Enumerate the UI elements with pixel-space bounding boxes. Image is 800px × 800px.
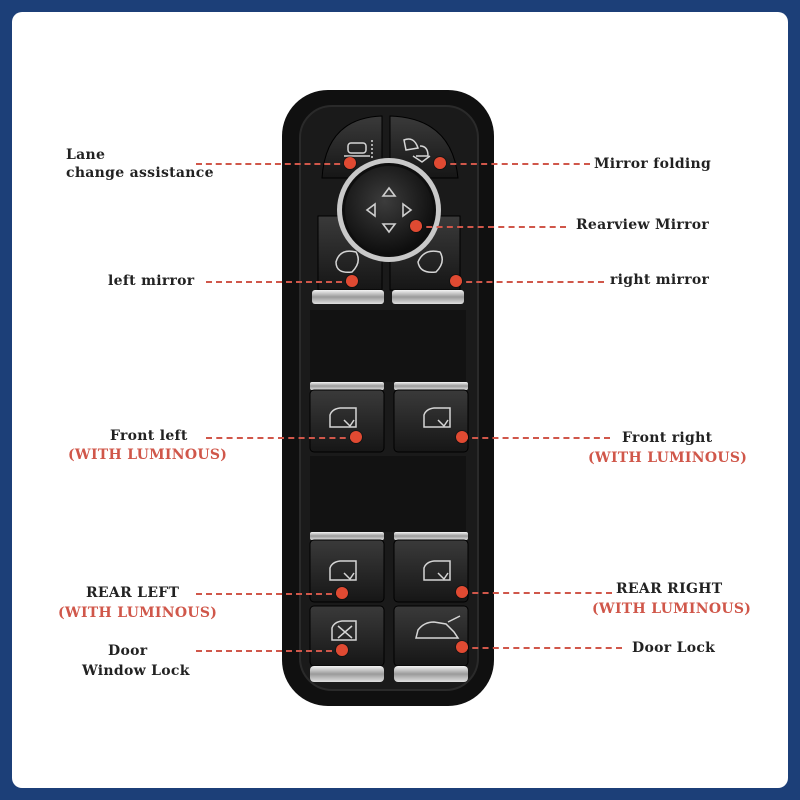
front-left-window-switch[interactable] [309,389,385,453]
marker-dot [346,275,358,287]
window-icon [329,560,357,581]
marker-dot [336,587,348,599]
chrome-trim [310,382,384,390]
leader-line [196,163,350,165]
label-door-window-lock: Door Window Lock [82,641,190,681]
marker-dot [434,157,446,169]
chrome-trim [394,382,468,390]
label-rear-right-sub: (WITH LUMINOUS) [592,601,752,617]
label-door-window-lock-line-1: Door [108,643,148,659]
chrome-trim [394,666,468,682]
lane-change-key[interactable] [321,115,383,179]
recess [310,456,466,532]
joystick-arrows-icon [365,186,413,234]
label-rear-right: REAR RIGHT [616,581,723,597]
label-right-mirror: right mirror [610,272,710,288]
window-icon [423,407,451,428]
label-lane-change-line-2: change assistance [66,165,214,181]
window-icon [329,407,357,428]
label-front-right-sub: (WITH LUMINOUS) [588,450,748,466]
marker-dot [456,586,468,598]
marker-dot [350,431,362,443]
marker-dot [410,220,422,232]
leader-line [462,592,612,594]
marker-dot [456,431,468,443]
mirror-fold-icon [403,138,431,163]
label-front-left-sub: (WITH LUMINOUS) [68,447,228,463]
leader-line [462,437,610,439]
leader-line [462,647,622,649]
door-lock-icon [415,615,461,639]
leader-line [196,593,342,595]
label-rear-left: REAR LEFT [86,585,180,601]
left-mirror-icon [335,250,359,274]
chrome-trim [394,532,468,540]
window-icon [423,560,451,581]
label-lane-change-line-1: Lane [66,147,106,163]
marker-dot [450,275,462,287]
label-door-lock: Door Lock [632,640,716,656]
window-lock-key[interactable] [309,605,385,667]
marker-dot [336,644,348,656]
window-lock-icon [331,620,357,641]
chrome-trim [392,290,464,304]
chrome-trim [310,532,384,540]
label-rear-left-sub: (WITH LUMINOUS) [58,605,218,621]
leader-line [456,281,604,283]
lane-change-icon [344,140,373,158]
marker-dot [344,157,356,169]
chrome-trim [312,290,384,304]
front-right-window-switch[interactable] [393,389,469,453]
label-mirror-folding: Mirror folding [594,156,712,172]
leader-line [440,163,590,165]
label-lane-change: Lane change assistance [66,146,214,182]
label-rearview-mirror: Rearview Mirror [576,217,710,233]
leader-line [206,437,356,439]
label-left-mirror: left mirror [108,273,195,289]
leader-line [416,226,566,228]
rear-left-window-switch[interactable] [309,539,385,603]
label-door-window-lock-line-2: Window Lock [82,663,190,679]
recess [310,310,466,382]
leader-line [196,650,342,652]
chrome-trim [310,666,384,682]
marker-dot [456,641,468,653]
label-front-right: Front right [622,430,713,446]
label-front-left: Front left [110,428,188,444]
mirror-joystick[interactable] [345,166,433,254]
leader-line [206,281,352,283]
rear-right-window-switch[interactable] [393,539,469,603]
right-mirror-icon [417,250,443,274]
